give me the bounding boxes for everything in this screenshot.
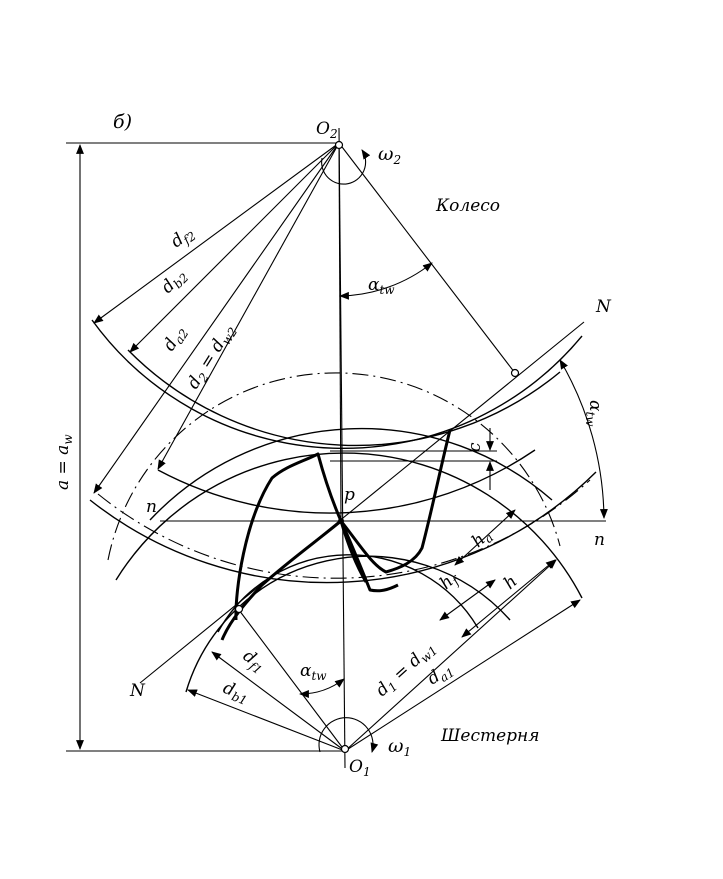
radius-to-N-top [338,142,516,374]
pinion-tooth-profile-right [339,520,399,593]
center-O1-label: O1 [349,757,371,779]
angle-right-label: αtw [583,400,605,427]
rotation-arc-top [321,149,371,185]
wheel-addendum-circle [157,449,536,514]
radius-d2 [93,142,340,494]
radius-df2 [93,142,340,324]
pinion-addendum-circle [115,452,583,599]
addendum-dimension [454,509,516,566]
pinion-label: Шестерня [440,726,540,746]
radius-to-N-bottom [238,609,346,752]
db1-label: db1 [219,678,251,708]
wheel-base-circle [127,349,561,447]
wheel-label: Колесо [435,196,500,216]
omega2-label: ω2 [378,143,401,167]
panel-label: б) [113,111,132,133]
db2-label: db2 [157,265,191,299]
radius-da2 [157,142,340,470]
pinion-pitch-circle [107,372,561,561]
action-N-top-label: N [595,297,612,317]
action-N-bottom-label: N [129,681,146,701]
pinion-base-circle [185,555,511,693]
tangency-point-top [510,368,520,378]
da2-label: da2 [159,322,191,355]
pinion-outer-circle [149,427,553,521]
omega1-label: ω1 [388,735,411,759]
angle-bottom-label: αtw [300,661,327,683]
center-O2-label: O2 [316,119,338,141]
radius-db2 [129,142,340,353]
line-of-action [139,321,585,684]
pitch-point [338,518,344,524]
line-n-right-label: n [594,530,605,550]
clearance-label: c [465,442,485,452]
center-O2-point [334,140,344,150]
wheel-outer-circle [89,471,597,584]
angle-top-label: αtw [368,275,395,297]
center-distance-label: a = aw [53,434,75,490]
pitch-point-label: p [344,485,355,505]
angle-arc-right [559,359,608,519]
wheel-root-circle [91,319,583,450]
center-O1-point [340,744,350,754]
df1-label: df1 [238,646,270,677]
wheel-tooth-profile-right [339,429,452,574]
radius-to-p-top [338,142,342,521]
pinion-tooth-profile-left [220,519,342,641]
line-n-left-label: n [146,497,157,517]
tangency-point-bottom [234,604,244,614]
angle-arc-top [339,262,433,300]
rotation-arc-bottom [318,717,379,753]
wheel-tooth-profile-left [234,452,368,621]
radius-df1 [211,651,346,752]
tooth-height-dimension [461,559,556,638]
d2-label: d2 = dw2 [183,321,240,394]
angle-arc-bottom [299,678,345,698]
